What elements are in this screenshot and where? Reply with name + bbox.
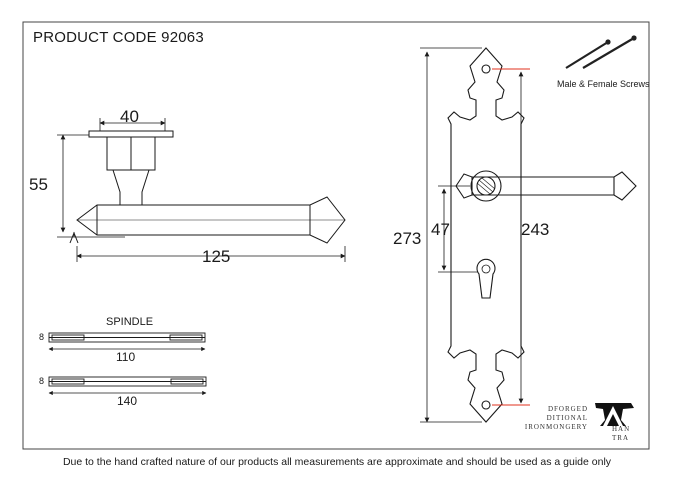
spindle-2-size: 8: [39, 376, 45, 386]
spindle-2-length: 140: [117, 394, 138, 408]
handle-dimension-lines: [57, 118, 346, 262]
brand-text: DFORGED DITIONAL IRONMONGERY: [520, 405, 588, 431]
backplate: [447, 47, 637, 423]
product-code: PRODUCT CODE 92063: [33, 29, 204, 46]
plate-height-label: 273: [393, 229, 422, 248]
spindle-title: SPINDLE: [106, 316, 154, 328]
lever-rose-grip: [476, 177, 496, 195]
handle-length-label: 125: [202, 247, 231, 266]
lever-rose-outer: [470, 170, 502, 202]
keyhole: [476, 258, 496, 299]
top-fixing-hole: [481, 64, 491, 74]
spindle-1-length: 110: [116, 350, 136, 364]
footer-disclaimer: Due to the hand crafted nature of our pr…: [62, 456, 612, 468]
plate-dimension-lines: [420, 47, 524, 423]
spindle-110: [48, 332, 206, 352]
plate-centres-label: 243: [521, 220, 550, 239]
logo-line-2: TRA: [612, 433, 629, 442]
handle-width-label: 40: [120, 107, 139, 126]
screws-illustration: [565, 37, 635, 69]
handle-neck: [112, 169, 150, 206]
backplate-outline: [447, 47, 525, 423]
screw-heads-icon: [605, 35, 637, 45]
brand-line-1: DFORGED: [547, 405, 588, 413]
handle-side-view: [76, 130, 346, 244]
plate-spacing-label: 47: [431, 220, 450, 239]
fixing-centre-marks: [492, 68, 530, 406]
bottom-fixing-hole: [481, 400, 491, 410]
spindle-140: [48, 376, 207, 396]
rose-plate: [88, 130, 174, 138]
brand-line-3: IRONMONGERY: [524, 422, 588, 431]
brand-line-2: DITIONAL: [546, 413, 588, 422]
sheet-border: [22, 21, 650, 450]
logo-line-1: HAN: [612, 425, 631, 433]
logo-text: HAN TRA: [612, 425, 638, 443]
handle-height-label: 55: [29, 175, 48, 194]
lever-front: [455, 171, 637, 201]
anvil-logo-icon: [595, 403, 634, 426]
screws-label: Male & Female Screws: [557, 79, 650, 89]
spindle-1-size: 8: [39, 332, 45, 342]
